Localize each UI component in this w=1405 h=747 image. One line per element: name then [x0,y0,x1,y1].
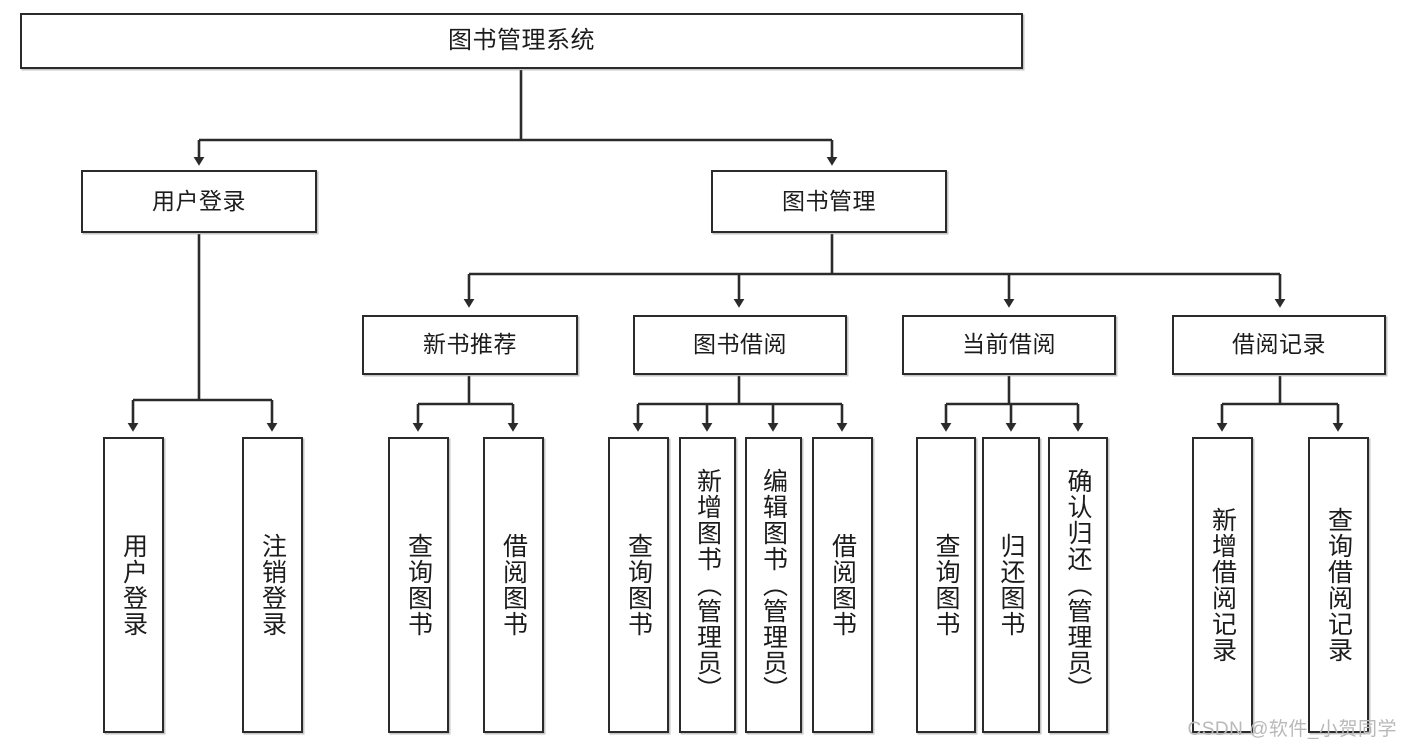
node-new-book-recommend-label: 新书推荐 [423,331,517,358]
node-user-login-label: 用户登录 [152,187,246,214]
leaf-query-book-2[interactable]: 查询图书 [608,437,669,733]
leaf-query-book-3-label: 查询图书 [932,533,960,637]
leaf-logout-label: 注销登录 [258,533,287,637]
leaf-borrow-book-1-label: 借阅图书 [499,533,528,637]
node-book-management[interactable]: 图书管理 [711,170,947,233]
node-root-label: 图书管理系统 [448,26,595,54]
node-book-management-label: 图书管理 [782,187,876,214]
leaf-user-login-label: 用户登录 [119,533,148,637]
leaf-query-book-1[interactable]: 查询图书 [388,437,449,733]
node-user-login[interactable]: 用户登录 [81,170,317,233]
node-borrow-record-label: 借阅记录 [1232,331,1326,358]
leaf-logout[interactable]: 注销登录 [242,437,303,733]
node-book-borrow[interactable]: 图书借阅 [633,315,847,375]
leaf-borrow-book-2-label: 借阅图书 [828,533,857,637]
leaf-add-record[interactable]: 新增借阅记录 [1192,437,1253,733]
leaf-query-record-label: 查询借阅记录 [1324,507,1353,663]
leaf-query-record[interactable]: 查询借阅记录 [1308,437,1369,733]
leaf-return-book[interactable]: 归还图书 [982,437,1040,733]
node-current-borrow[interactable]: 当前借阅 [902,315,1116,375]
leaf-confirm-return[interactable]: 确认归还（管理员） [1048,437,1108,733]
leaf-add-book[interactable]: 新增图书（管理员） [679,437,736,733]
csdn-watermark: CSDN @软件_小贺同学 [1187,719,1397,740]
node-book-borrow-label: 图书借阅 [693,331,787,358]
leaf-confirm-return-label: 确认归还（管理员） [1064,468,1092,702]
node-root[interactable]: 图书管理系统 [20,13,1023,69]
leaf-borrow-book-2[interactable]: 借阅图书 [812,437,873,733]
leaf-query-book-1-label: 查询图书 [404,533,433,637]
leaf-query-book-2-label: 查询图书 [624,533,653,637]
node-current-borrow-label: 当前借阅 [962,331,1056,358]
leaf-query-book-3[interactable]: 查询图书 [916,437,976,733]
node-borrow-record[interactable]: 借阅记录 [1172,315,1386,375]
leaf-user-login[interactable]: 用户登录 [103,437,164,733]
leaf-add-book-label: 新增图书（管理员） [693,468,722,702]
node-new-book-recommend[interactable]: 新书推荐 [362,315,578,375]
leaf-return-book-label: 归还图书 [997,533,1025,637]
leaf-add-record-label: 新增借阅记录 [1208,507,1237,663]
leaf-edit-book[interactable]: 编辑图书（管理员） [745,437,802,733]
leaf-edit-book-label: 编辑图书（管理员） [759,468,788,702]
leaf-borrow-book-1[interactable]: 借阅图书 [483,437,544,733]
